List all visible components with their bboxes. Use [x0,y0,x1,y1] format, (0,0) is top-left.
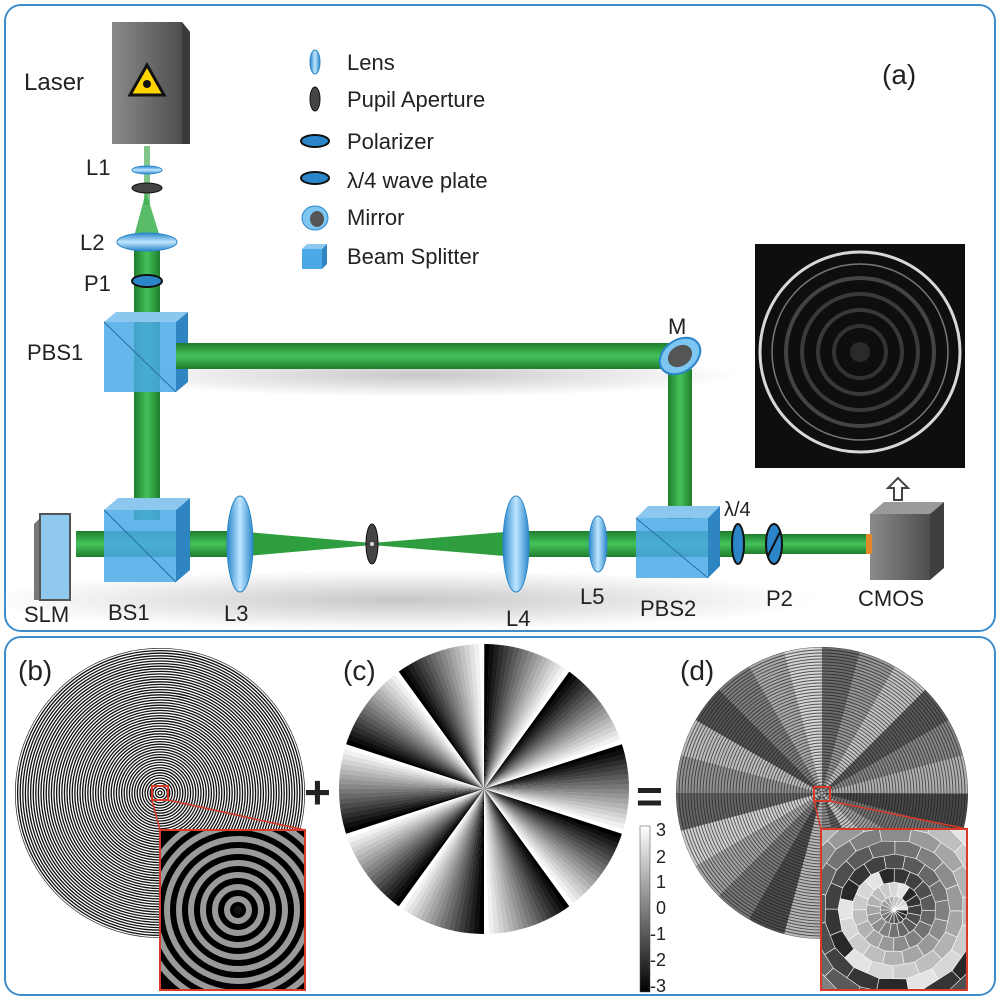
cmos-camera [866,502,944,580]
beam-vertical-right [668,369,692,519]
l2-label: L2 [80,230,104,255]
captured-intensity-image [755,244,965,468]
pbs2-label: PBS2 [640,596,696,621]
legend-pupil-aperture-label: Pupil Aperture [347,87,485,112]
zoom-marker-b [151,785,169,801]
up-arrow-icon [885,476,911,501]
colorbar-tick: 0 [656,898,666,918]
panel-bcd-frame [4,636,996,996]
equals-operator: = [636,770,663,822]
m-label: M [668,314,686,339]
l3-lens-icon [226,495,254,593]
panel-c: (c) 3 2 1 0 -1 -2 -3 [339,644,666,996]
l4-label: L4 [506,606,530,631]
bs1-cube [103,498,190,583]
panel-b-tag: (b) [18,655,52,686]
colorbar-tick: -3 [650,976,666,996]
pupil-aperture-icon [309,86,321,112]
pbs1-cube [103,312,188,393]
legend-wave-plate-label: λ/4 wave plate [347,168,488,193]
inset-b [159,829,306,991]
l5-label: L5 [580,584,604,609]
legend-beam-splitter-label: Beam Splitter [347,244,479,269]
panel-d: (d) [676,647,968,991]
cmos-label: CMOS [858,586,924,611]
beam-top-horizontal [176,343,674,369]
panel-a: Laser L1 L2 P1 PBS1 M [0,22,965,631]
slm [34,513,71,601]
panel-a-frame [4,4,996,632]
l2-lens-icon [116,232,178,252]
bs1-label: BS1 [108,600,150,625]
legend-polarizer-label: Polarizer [347,129,434,154]
legend-lens-label: Lens [347,50,395,75]
p1-polarizer-icon [131,274,163,288]
l1-label: L1 [86,155,110,180]
colorbar-tick: -2 [650,950,666,970]
colorbar: 3 2 1 0 -1 -2 -3 [639,820,666,996]
polarizer-icon [300,134,330,148]
laser [112,22,190,144]
diverging-beam [372,531,516,557]
l5-lens-icon [588,515,608,573]
legend: Lens Pupil Aperture Polarizer λ/4 wave p… [300,49,488,269]
pbs1-label: PBS1 [27,340,83,365]
pbs2-cube [635,506,720,579]
l3-label: L3 [224,601,248,626]
laser-label: Laser [24,69,84,96]
panel-c-tag: (c) [343,655,376,686]
pinhole-aperture-icon [131,182,163,194]
qwp-icon [731,523,745,565]
plus-operator: + [304,766,331,818]
wave-plate-icon [300,171,330,185]
legend-mirror-label: Mirror [347,205,404,230]
p2-label: P2 [766,586,793,611]
colorbar-tick: 3 [656,820,666,840]
colorbar-tick: -1 [650,924,666,944]
panel-a-tag: (a) [882,59,916,90]
colorbar-tick: 2 [656,847,666,867]
slm-label: SLM [24,602,69,627]
zoom-marker-d [813,786,831,802]
expanded-beam-cone [133,192,161,240]
beam-splitter-icon [302,244,327,269]
spiral-phase-disk [339,644,629,934]
l4-lens-icon [502,495,530,593]
colorbar-tick: 1 [656,872,666,892]
panel-b: (b) [15,648,306,991]
inset-d [820,828,968,991]
converging-beam [236,531,372,557]
qwp-label: λ/4 [724,499,751,521]
l1-lens-icon [131,165,163,175]
p1-label: P1 [84,271,111,296]
panel-d-tag: (d) [680,655,714,686]
lens-icon [309,49,321,75]
